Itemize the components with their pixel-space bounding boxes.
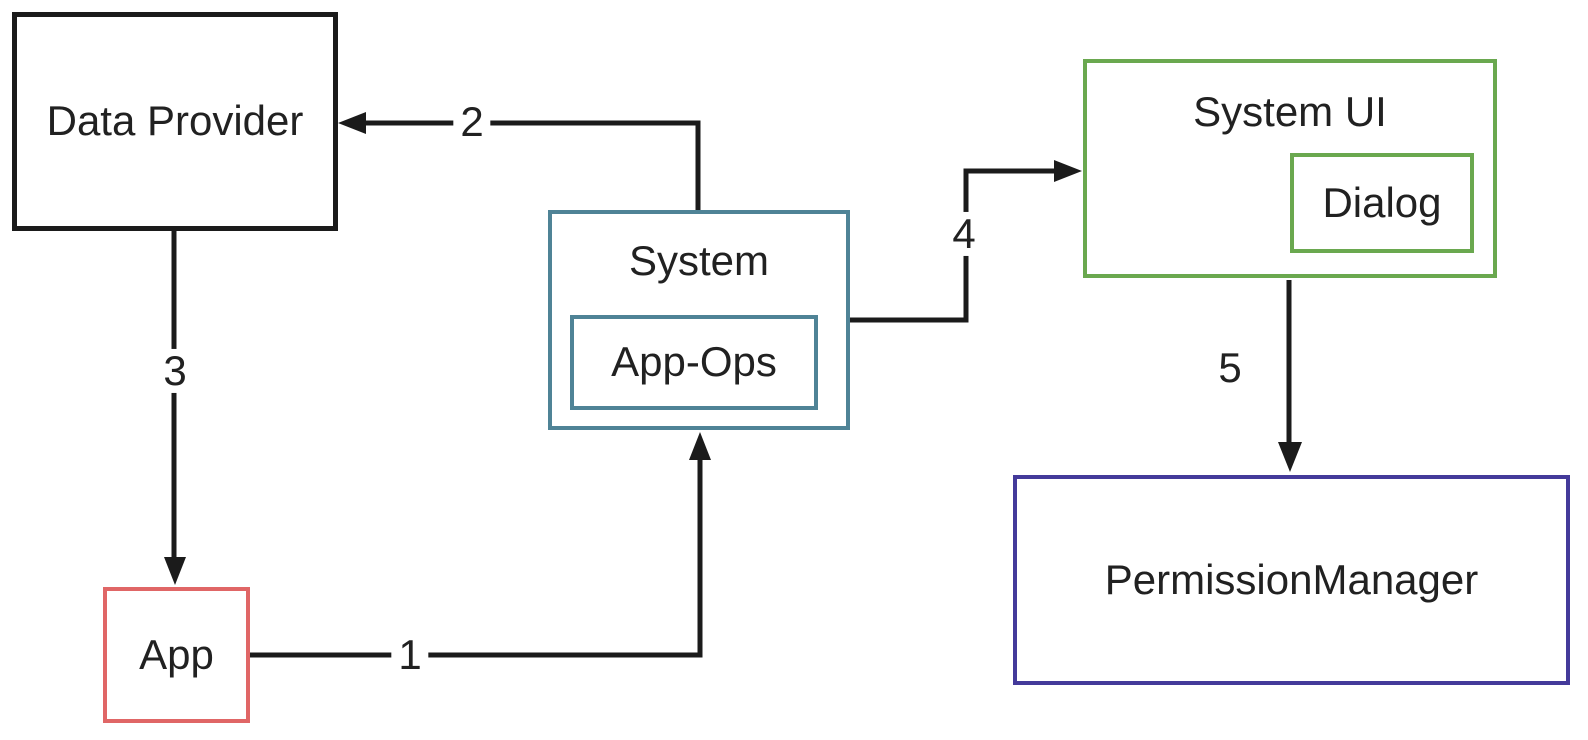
- node-app: App: [103, 587, 250, 723]
- node-system-ui: System UI Dialog: [1083, 59, 1497, 278]
- edge-label-5: 5: [1211, 345, 1249, 391]
- node-system: System App-Ops: [548, 210, 850, 430]
- node-permission-manager-label: PermissionManager: [1104, 555, 1479, 603]
- edge-label-3: 3: [156, 348, 194, 394]
- node-dialog-label: Dialog: [1322, 178, 1442, 226]
- arrow-app-to-system: [250, 432, 711, 658]
- node-app-label: App: [139, 630, 214, 678]
- arrow-data-provider-to-app: [164, 231, 186, 585]
- arrow-system-ui-to-permission-manager: [1278, 280, 1302, 472]
- node-system-ui-label: System UI: [1193, 88, 1387, 135]
- node-data-provider: Data Provider: [12, 12, 338, 231]
- node-system-label: System: [628, 237, 770, 284]
- arrow-system-to-data-provider: [338, 112, 701, 210]
- node-app-ops: App-Ops: [570, 315, 818, 410]
- node-dialog: Dialog: [1290, 153, 1474, 253]
- node-permission-manager: PermissionManager: [1013, 475, 1570, 685]
- node-app-ops-label: App-Ops: [611, 338, 777, 386]
- edge-label-2: 2: [453, 99, 491, 145]
- edge-label-4: 4: [945, 211, 983, 257]
- node-data-provider-label: Data Provider: [46, 97, 304, 145]
- edge-label-1: 1: [391, 632, 429, 678]
